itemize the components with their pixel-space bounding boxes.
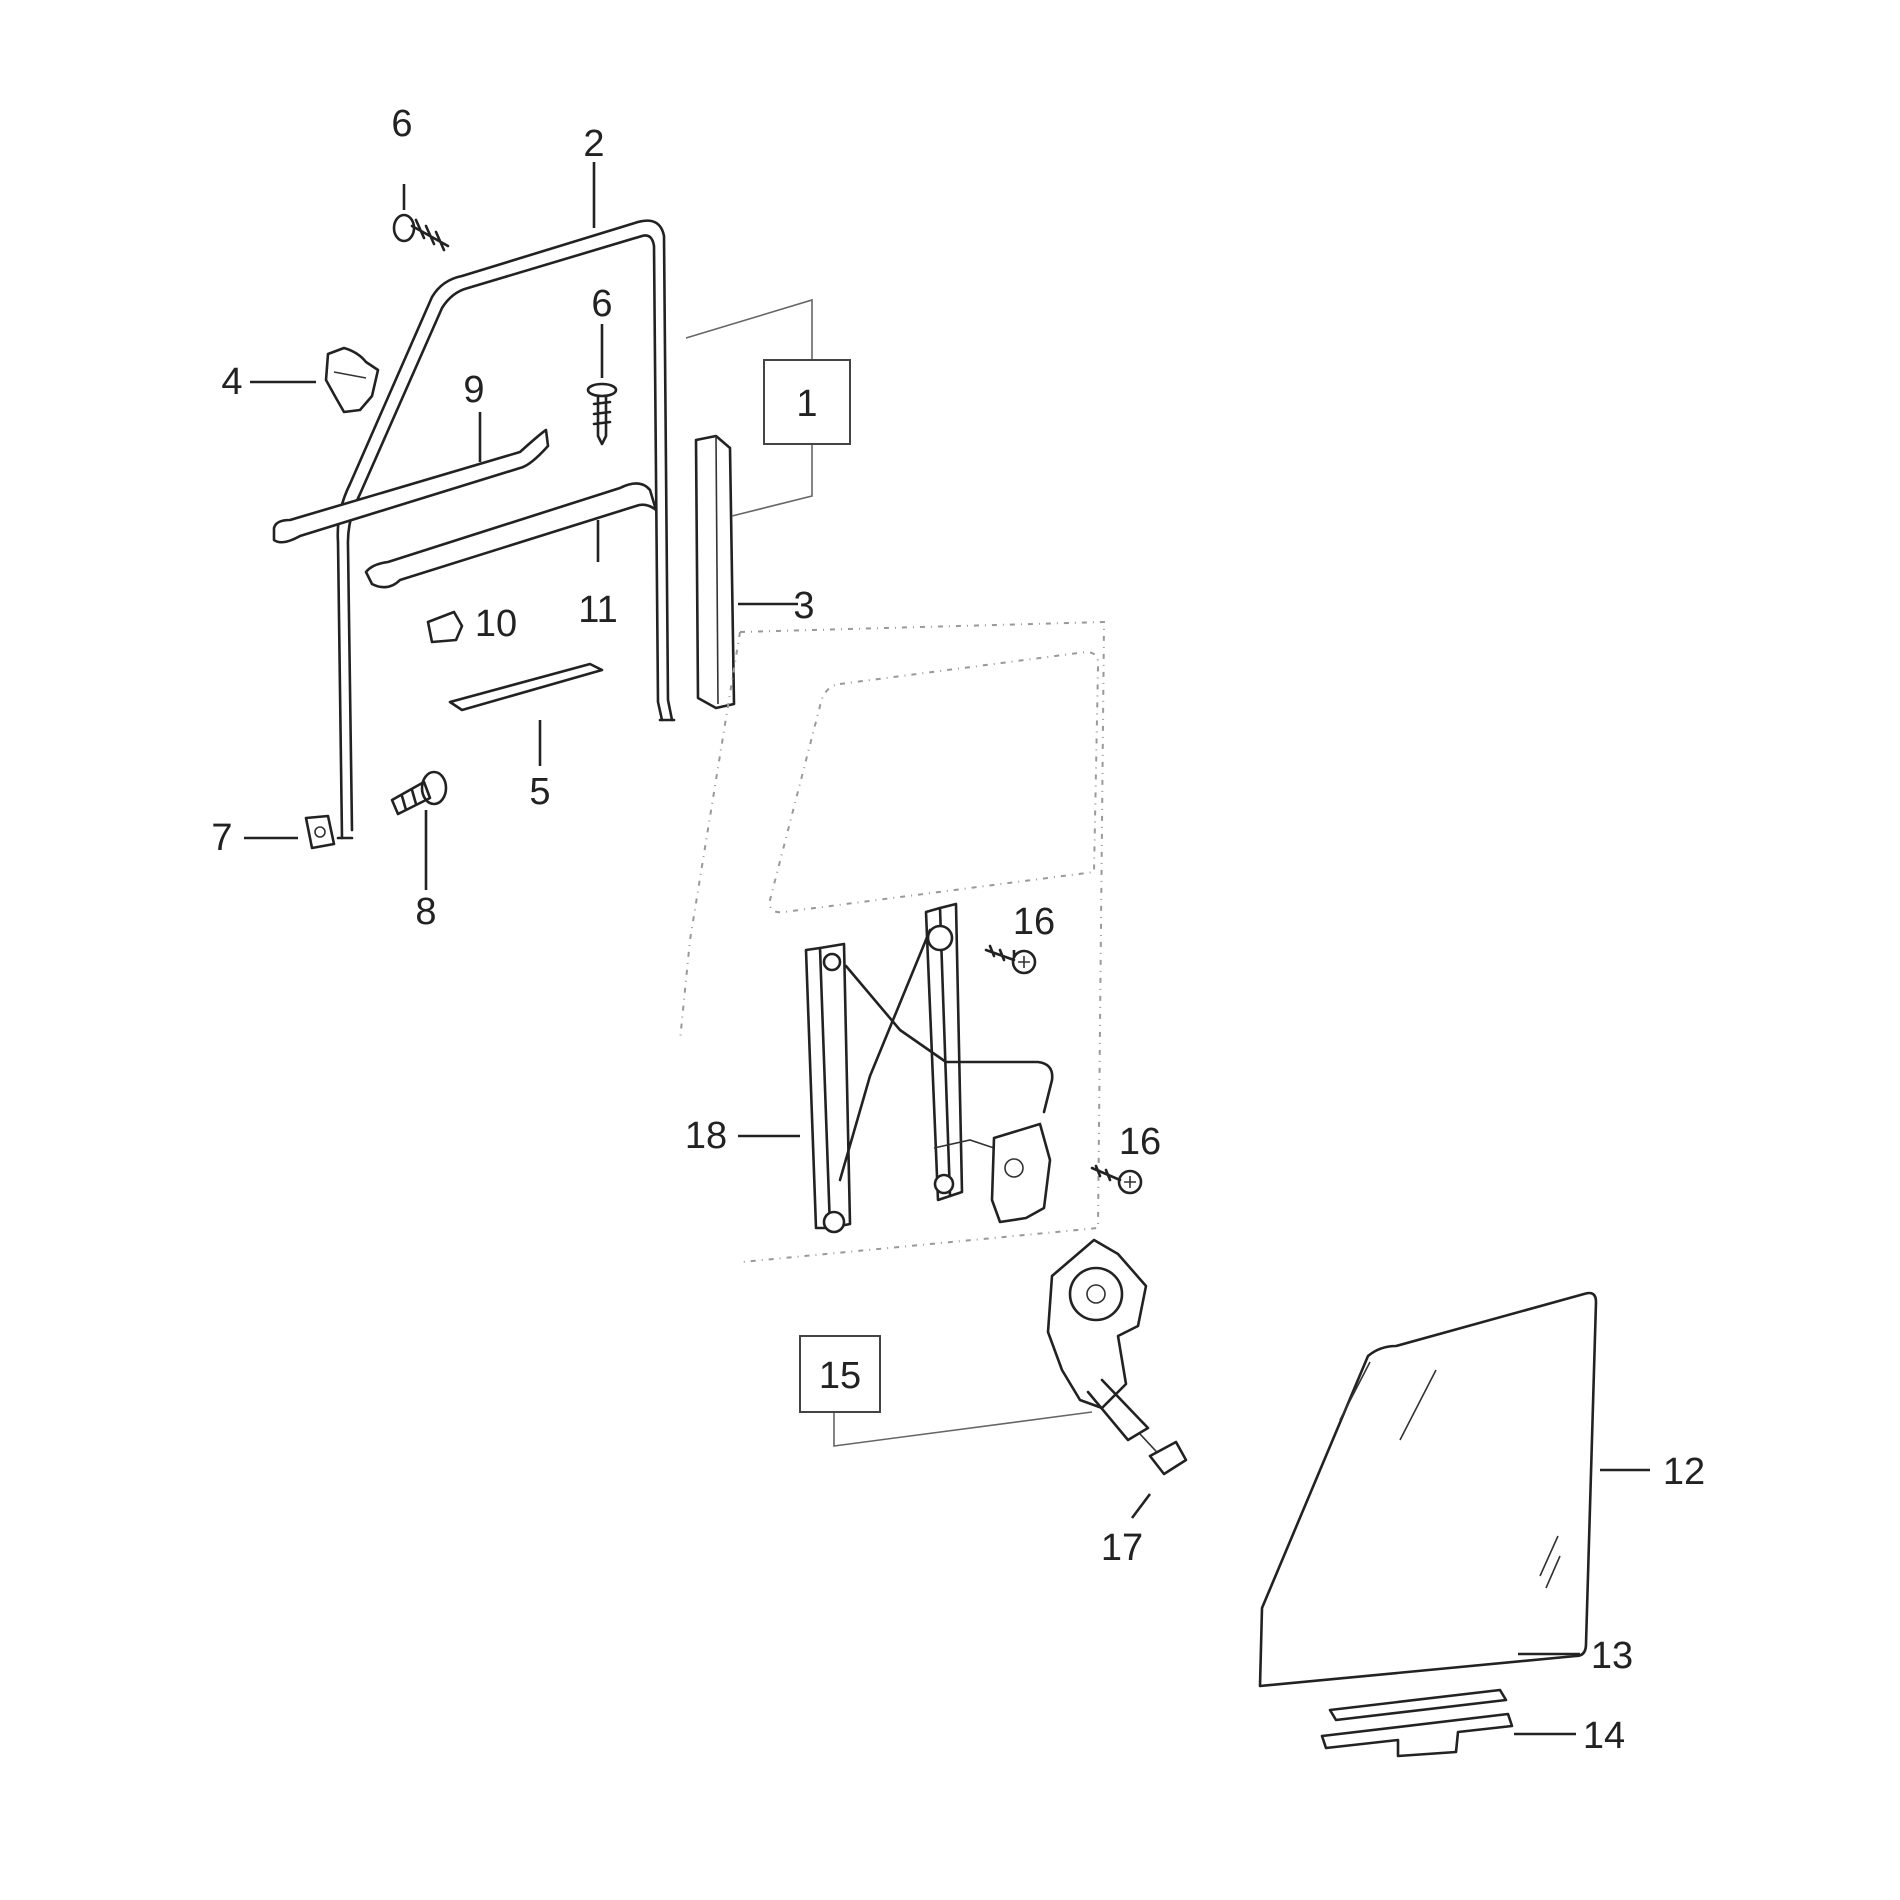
vertical-channel-strip-part xyxy=(694,434,736,710)
callout-4: 4 xyxy=(221,361,242,403)
belt-molding-upper-part xyxy=(272,428,550,544)
door-glass-part xyxy=(1258,1291,1598,1688)
screw-vertical-part xyxy=(586,382,618,446)
callout-3: 3 xyxy=(793,585,814,627)
callout-8: 8 xyxy=(415,891,436,933)
small-clip-part xyxy=(426,610,464,644)
screw-upper-part xyxy=(392,213,450,252)
window-motor-part xyxy=(1046,1238,1188,1476)
callout-15: 15 xyxy=(819,1355,861,1397)
callout-15-box xyxy=(799,1335,881,1413)
callout-15-bracket xyxy=(833,1411,1093,1447)
callout-7: 7 xyxy=(211,817,232,859)
bolt-part xyxy=(390,770,448,816)
retaining-clip-part xyxy=(324,346,380,414)
callout-6-lower: 6 xyxy=(591,283,612,325)
leader-lines xyxy=(244,162,1650,1736)
callout-11: 11 xyxy=(578,589,617,631)
glass-channel-lower-part xyxy=(1320,1712,1514,1758)
callout-10: 10 xyxy=(475,603,517,645)
callout-9: 9 xyxy=(463,369,484,411)
callout-12: 12 xyxy=(1663,1451,1705,1493)
callout-1-box xyxy=(763,359,851,445)
callout-5: 5 xyxy=(529,771,550,813)
glass-channel-upper-part xyxy=(1328,1688,1508,1722)
callout-14: 14 xyxy=(1583,1715,1625,1757)
callout-1: 1 xyxy=(796,383,817,425)
callout-13: 13 xyxy=(1591,1635,1633,1677)
callout-16-lower: 16 xyxy=(1119,1121,1161,1163)
callout-18: 18 xyxy=(685,1115,727,1157)
door-phantom-outline xyxy=(679,620,1106,1263)
callout-1-bracket xyxy=(685,298,813,517)
callout-16-upper: 16 xyxy=(1013,901,1055,943)
regulator-bolt-lower-part xyxy=(1090,1164,1143,1195)
window-regulator-part xyxy=(804,902,1054,1234)
nut-plate-part xyxy=(304,814,336,850)
regulator-bolt-upper-part xyxy=(984,944,1037,975)
callout-6-upper: 6 xyxy=(391,103,412,145)
belt-molding-lower-part xyxy=(364,482,658,589)
callout-2: 2 xyxy=(583,123,604,165)
flat-strip-part xyxy=(448,662,604,712)
callout-17: 17 xyxy=(1101,1527,1143,1569)
